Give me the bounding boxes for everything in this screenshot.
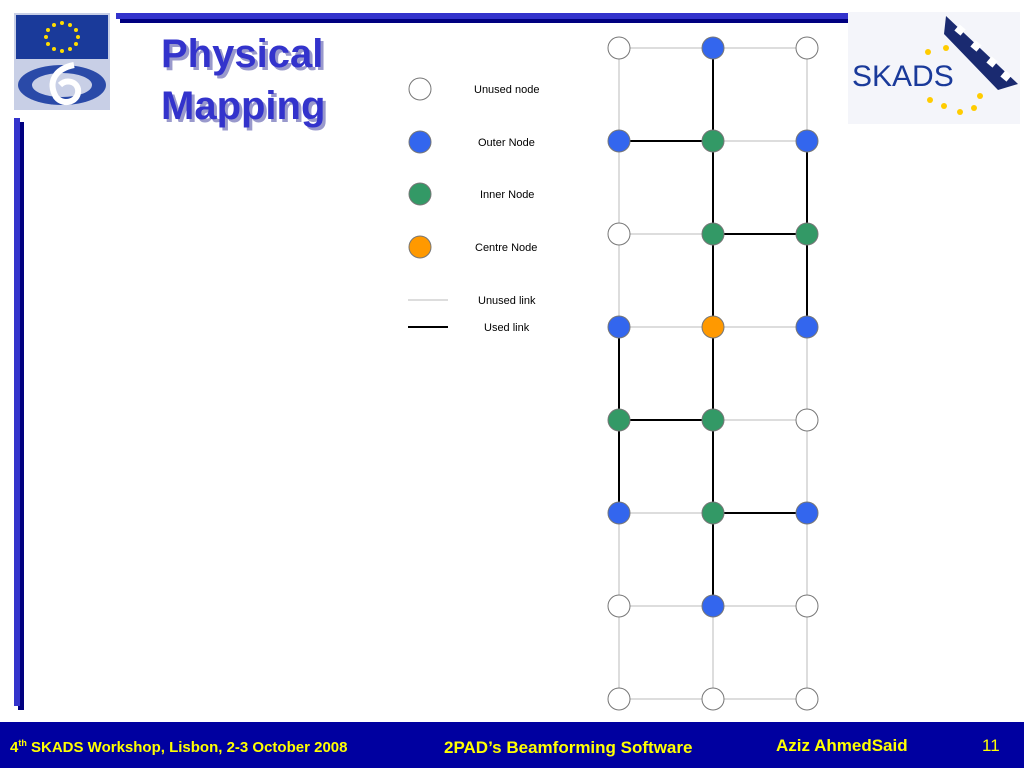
unused-node-r0-c0: [607, 36, 631, 60]
legend-outer-node-label: Outer Node: [478, 137, 535, 149]
inner-node-r1-c1: [701, 129, 725, 153]
unused-node-r7-c2: [795, 687, 819, 711]
outer-node-r0-c1: [701, 36, 725, 60]
grid-links: [618, 47, 808, 700]
eu-stars-icon: [44, 21, 80, 53]
legend-inner-node-swatch: [408, 182, 432, 206]
physical-mapping-diagram: Unused node Outer Node Inner Node Centre…: [408, 36, 819, 711]
skads-logo: SKADS: [848, 12, 1020, 124]
left-rule-shadow: [18, 122, 24, 710]
top-rule-shadow: [120, 17, 928, 23]
footer-bar: 4th SKADS Workshop, Lisbon, 2-3 October …: [0, 722, 1024, 768]
eu-fp6-logo: [14, 13, 110, 110]
outer-node-r3-c0: [607, 315, 631, 339]
page-title: Physical Mapping: [161, 28, 325, 132]
legend-outer-node-swatch: [408, 130, 432, 154]
outer-node-r3-c2: [795, 315, 819, 339]
legend-used-link-label: Used link: [484, 322, 530, 334]
inner-node-r5-c1: [701, 501, 725, 525]
title-line-1: Physical: [161, 32, 324, 76]
skads-stars-icon: [925, 45, 983, 115]
outer-node-r5-c0: [607, 501, 631, 525]
grid-nodes: [607, 36, 819, 711]
legend-unused-link-label: Unused link: [478, 295, 536, 307]
footer-project: 2PAD’s Beamforming Software: [444, 738, 693, 757]
footer-event-text: SKADS Workshop, Lisbon, 2-3 October 2008: [26, 739, 348, 756]
unused-node-r7-c1: [701, 687, 725, 711]
footer-event: 4th SKADS Workshop, Lisbon, 2-3 October …: [10, 738, 347, 756]
legend-centre-node-label: Centre Node: [475, 242, 537, 254]
outer-node-r1-c0: [607, 129, 631, 153]
inner-node-r2-c1: [701, 222, 725, 246]
outer-node-r1-c2: [795, 129, 819, 153]
unused-node-r0-c2: [795, 36, 819, 60]
unused-node-r2-c0: [607, 222, 631, 246]
left-rule: [14, 118, 20, 706]
svg-text:SKADS: SKADS: [852, 60, 954, 93]
inner-node-r2-c2: [795, 222, 819, 246]
legend: Unused node Outer Node Inner Node Centre…: [408, 77, 539, 334]
unused-node-r4-c2: [795, 408, 819, 432]
inner-node-r4-c0: [607, 408, 631, 432]
outer-node-r5-c2: [795, 501, 819, 525]
legend-unused-node-label: Unused node: [474, 84, 539, 96]
unused-node-r7-c0: [607, 687, 631, 711]
legend-unused-node-swatch: [408, 77, 432, 101]
page-number: 11: [982, 736, 1000, 755]
legend-centre-node-swatch: [408, 235, 432, 259]
legend-inner-node-label: Inner Node: [480, 189, 534, 201]
title-line-2: Mapping: [161, 84, 326, 128]
footer-author: Aziz AhmedSaid: [776, 736, 908, 755]
outer-node-r6-c1: [701, 594, 725, 618]
footer-event-number: 4: [10, 739, 19, 756]
unused-node-r6-c0: [607, 594, 631, 618]
unused-node-r6-c2: [795, 594, 819, 618]
footer-event-suffix: th: [18, 738, 27, 748]
inner-node-r4-c1: [701, 408, 725, 432]
top-rule: [116, 13, 924, 19]
centre-node-r3-c1: [701, 315, 725, 339]
